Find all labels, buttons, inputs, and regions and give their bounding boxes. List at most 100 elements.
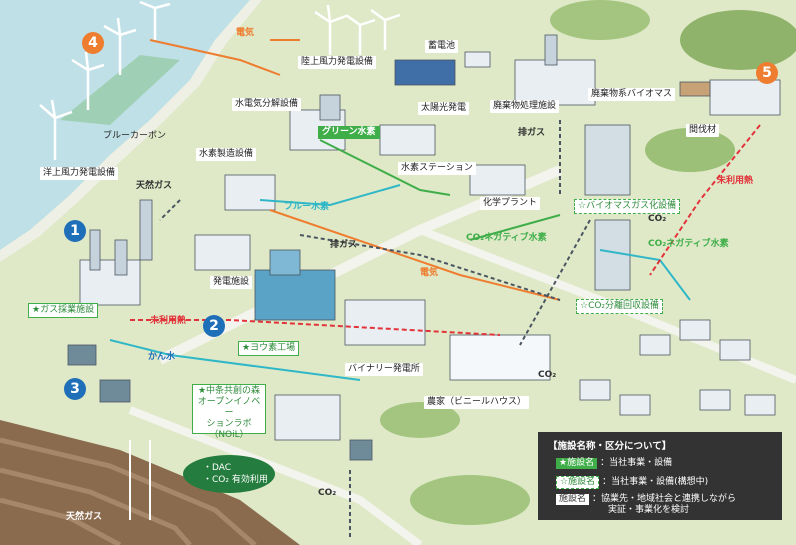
label-co2-neg-h2-2: CO₂ネガティブ水素 xyxy=(648,239,729,249)
label-thinning-wood: 間伐材 xyxy=(686,124,720,137)
label-exhaust-gas-1: 排ガス xyxy=(330,240,358,250)
hydrogen-station xyxy=(379,124,436,156)
flow-exhaust-gas xyxy=(299,234,561,301)
marker-4: 4 xyxy=(82,32,104,54)
thinning-wood-pile xyxy=(679,81,711,97)
flow-natural-gas-top xyxy=(159,199,181,221)
label-water-electrolysis: 水電気分解設備 xyxy=(232,98,302,111)
label-green-hydrogen: グリーン水素 xyxy=(318,126,380,139)
label-unused-heat-1: 未利用熱 xyxy=(150,316,187,326)
legend-desc-own: ：当社事業・設備 xyxy=(600,458,673,468)
sea xyxy=(0,0,250,250)
label-co2-2: CO₂ xyxy=(538,370,557,380)
legend-box: 【施設名称・区分について】 ★施設名：当社事業・設備 ☆施設名：当社事業・設備(… xyxy=(538,432,782,520)
seagrass-area xyxy=(60,55,180,125)
legend-row-2: ☆施設名：当社事業・設備(構想中) xyxy=(556,476,708,489)
label-waste-biomass: 廃棄物系バイオマス xyxy=(588,88,676,101)
dac-line-2: ・CO₂ 有効利用 xyxy=(203,475,268,485)
dac-line-1: ・DAC xyxy=(203,463,232,473)
marker-5: 5 xyxy=(756,62,778,84)
battery xyxy=(464,51,491,68)
flow-electricity-top xyxy=(149,39,281,76)
biomass-gasification-tower xyxy=(584,124,631,196)
legend-tag-own: ★施設名 xyxy=(556,458,598,469)
flow-green-hydrogen xyxy=(319,139,451,196)
label-blue-hydrogen: ブルー水素 xyxy=(284,202,330,212)
wellhead-1 xyxy=(67,344,97,366)
label-binary-power: バイナリー発電所 xyxy=(345,363,423,376)
legend-row-1: ★施設名：当社事業・設備 xyxy=(556,458,672,469)
label-electricity-top: 電気 xyxy=(236,28,255,38)
flow-co2 xyxy=(519,219,591,346)
flow-electricity-mid xyxy=(269,209,561,301)
waste-treatment-plant xyxy=(514,59,596,106)
onshore-wind-turbines xyxy=(314,4,401,55)
forest-top-right xyxy=(680,10,796,70)
greenhouses xyxy=(449,334,551,381)
legend-desc-partner-2: 実証・事業化を検討 xyxy=(608,505,690,515)
label-brine: かん水 xyxy=(148,352,176,362)
label-power-plant: 発電施設 xyxy=(210,276,253,289)
offshore-wind-turbines xyxy=(39,0,171,160)
beach xyxy=(0,0,262,262)
flow-brine xyxy=(109,339,361,381)
road-2 xyxy=(128,406,423,545)
noil-line-2: オープンイノベー xyxy=(197,397,261,418)
legend-row-3: 施設名：協業先・地域社会と連携しながら xyxy=(556,494,736,505)
binary-power-plant xyxy=(344,299,426,346)
noil-line-3: ションラボ xyxy=(206,419,252,429)
forest-top xyxy=(550,0,650,40)
label-hydrogen-station: 水素ステーション xyxy=(398,162,476,175)
label-co2-1: CO₂ xyxy=(648,214,667,224)
label-unused-heat-2: 未利用熱 xyxy=(717,176,754,186)
label-electricity-mid: 電気 xyxy=(420,268,439,278)
flow-co2-neg-h2-1 xyxy=(469,214,561,241)
solar-panels xyxy=(394,59,456,86)
legend-tag-partner: 施設名 xyxy=(556,494,590,505)
gas-collection-plant xyxy=(79,259,141,306)
label-onshore-wind: 陸上風力発電設備 xyxy=(298,56,377,69)
flow-unused-heat-2 xyxy=(649,124,761,276)
dac-bubble: ・DAC ・CO₂ 有効利用 xyxy=(183,455,275,493)
buildings xyxy=(67,34,781,461)
flow-blue-hydrogen xyxy=(259,184,401,207)
wellhead-3 xyxy=(349,439,373,461)
noil-lab-building xyxy=(274,394,341,441)
legend-desc-planned: ：当社事業・設備(構想中) xyxy=(602,477,709,487)
label-offshore-wind: 洋上風力発電設備 xyxy=(40,167,119,180)
label-exhaust-gas-2: 排ガス xyxy=(518,128,546,138)
legend-desc-partner-1: ：協業先・地域社会と連携しながら xyxy=(592,494,737,504)
label-co2-capture: ☆CO₂分離回収設備 xyxy=(576,299,664,314)
chemical-plant xyxy=(469,164,526,196)
label-blue-carbon: ブルーカーボン xyxy=(103,131,167,141)
label-natural-gas-bottom: 天然ガス xyxy=(66,512,103,522)
label-natural-gas-top: 天然ガス xyxy=(136,181,173,191)
label-farm: 農家（ビニールハウス） xyxy=(424,396,530,409)
wellhead-2 xyxy=(99,379,131,403)
label-waste-treatment: 廃棄物処理施設 xyxy=(490,100,560,113)
power-plant xyxy=(194,234,251,271)
noil-line-4: （NOiL） xyxy=(209,430,249,440)
label-solar: 太陽光発電 xyxy=(418,102,470,115)
marker-3: 3 xyxy=(64,378,86,400)
legend-title: 【施設名称・区分について】 xyxy=(548,441,672,452)
label-biomass-gasification: ☆バイオマスガス化設備 xyxy=(574,199,681,214)
legend-tag-planned: ☆施設名 xyxy=(556,476,600,489)
hydrogen-production-plant xyxy=(224,174,276,211)
trees-center xyxy=(380,402,460,438)
flow-lines xyxy=(109,39,761,540)
waste-biomass-plant xyxy=(709,79,781,116)
label-gas-collection: ★ガス採業施設 xyxy=(28,303,99,318)
iodine-factory xyxy=(254,269,336,321)
label-co2-3: CO₂ xyxy=(318,488,337,498)
forest-right xyxy=(645,128,735,172)
marker-1: 1 xyxy=(64,220,86,242)
noil-line-1: ★中条共創の森 xyxy=(197,386,261,396)
trees-bottom xyxy=(410,475,530,525)
label-noil: ★中条共創の森 オープンイノベー ションラボ （NOiL） xyxy=(192,384,266,440)
label-chemical-plant: 化学プラント xyxy=(480,197,541,210)
label-hydrogen-production: 水素製造設備 xyxy=(196,148,257,161)
flow-unused-heat-1 xyxy=(130,319,501,336)
label-iodine-factory: ★ヨウ素工場 xyxy=(238,341,300,356)
